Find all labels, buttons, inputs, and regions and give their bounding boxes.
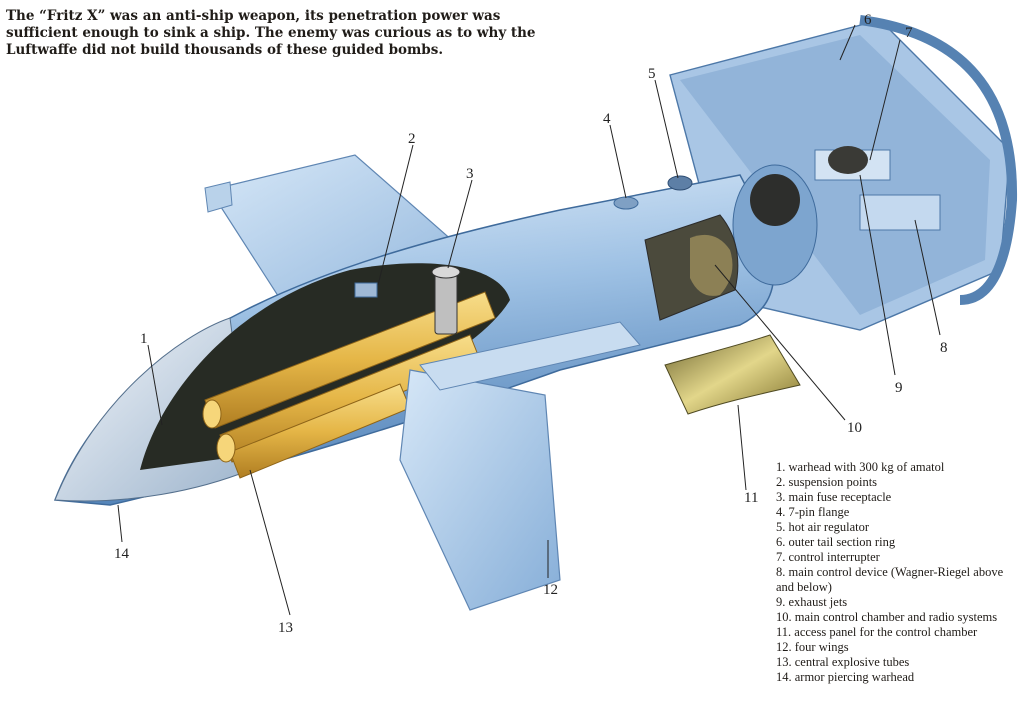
callout-2: 2 <box>408 131 416 147</box>
legend-item: 13. central explosive tubes <box>776 655 910 669</box>
legend-item: 7. control interrupter <box>776 550 880 564</box>
tail-opening <box>750 174 800 226</box>
wing-tip-fairing <box>204 181 233 213</box>
legend-item: 12. four wings <box>776 640 849 654</box>
legend-item: 8. main control device (Wagner-Riegel ab… <box>776 565 1004 594</box>
legend-item: 14. armor piercing warhead <box>776 670 915 684</box>
exhaust-jet <box>828 146 868 174</box>
callout-11: 11 <box>744 490 758 506</box>
legend-item: 11. access panel for the control chamber <box>776 625 978 639</box>
callout-14: 14 <box>114 546 130 562</box>
seven-pin-flange <box>613 196 639 210</box>
legend-item: 3. main fuse receptacle <box>776 490 892 504</box>
callout-13: 13 <box>278 620 293 636</box>
callout-10: 10 <box>847 420 862 436</box>
legend: 1. warhead with 300 kg of amatol 2. susp… <box>776 460 1021 685</box>
caption-title: The “Fritz X” <box>6 8 106 24</box>
caption: The “Fritz X” was an anti-ship weapon, i… <box>6 8 566 59</box>
callout-3: 3 <box>466 166 474 182</box>
hot-air-regulator <box>667 175 693 191</box>
horizontal-wing <box>419 321 641 391</box>
explosive-tubes <box>202 291 496 479</box>
legend-item: 1. warhead with 300 kg of amatol <box>776 460 945 474</box>
suspension-point <box>354 282 378 298</box>
legend-item: 6. outer tail section ring <box>776 535 896 549</box>
callout-6: 6 <box>864 12 872 28</box>
lower-wing <box>399 369 561 611</box>
callout-7: 7 <box>905 25 913 41</box>
caption-text: was an anti-ship weapon, its penetration… <box>6 8 536 58</box>
access-panel <box>664 334 801 415</box>
callout-12: 12 <box>543 582 558 598</box>
main-fuse-receptacle <box>434 271 458 335</box>
legend-item: 5. hot air regulator <box>776 520 870 534</box>
callout-8: 8 <box>940 340 948 356</box>
legend-item: 4. 7-pin flange <box>776 505 850 519</box>
callout-9: 9 <box>895 380 903 396</box>
callout-1: 1 <box>140 331 148 347</box>
main-control-device <box>859 194 941 231</box>
legend-item: 9. exhaust jets <box>776 595 848 609</box>
outer-tail-ring <box>859 15 1018 305</box>
callout-5: 5 <box>648 66 656 82</box>
callout-4: 4 <box>603 111 611 127</box>
legend-item: 2. suspension points <box>776 475 878 489</box>
legend-item: 10. main control chamber and radio syste… <box>776 610 998 624</box>
leader-lines <box>117 24 941 616</box>
